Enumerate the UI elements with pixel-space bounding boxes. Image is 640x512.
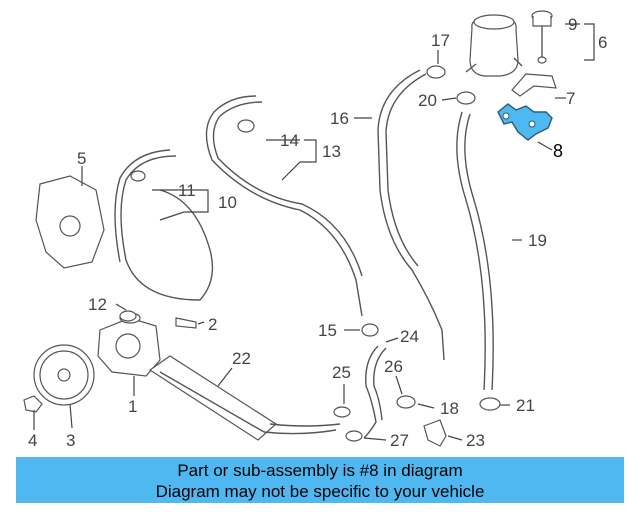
callout-17: 17 bbox=[431, 31, 450, 50]
callout-20: 20 bbox=[418, 91, 437, 110]
clamp-27 bbox=[345, 430, 363, 442]
hose-19 bbox=[456, 111, 486, 391]
callout-4: 4 bbox=[28, 431, 37, 450]
clamp-17 bbox=[426, 65, 446, 79]
callout-21: 21 bbox=[516, 396, 535, 415]
callout-14: 14 bbox=[280, 131, 299, 150]
bracket-23 bbox=[423, 419, 447, 447]
clamp-18 bbox=[396, 395, 416, 409]
callout-27: 27 bbox=[390, 431, 409, 450]
callout-1: 1 bbox=[128, 397, 137, 416]
callout-13: 13 bbox=[322, 142, 341, 161]
callout-16: 16 bbox=[330, 109, 349, 128]
callout-8: 8 bbox=[553, 141, 563, 161]
parts-diagram: 9 6 7 8 17 20 16 14 13 11 10 5 12 2 1 3 … bbox=[23, 10, 607, 450]
bolt-4 bbox=[23, 395, 43, 413]
callout-3: 3 bbox=[66, 431, 75, 450]
pump-1 bbox=[97, 312, 161, 377]
info-banner: Part or sub-assembly is #8 in diagram Di… bbox=[16, 457, 624, 503]
callout-labels: 9 6 7 8 17 20 16 14 13 11 10 5 12 2 1 3 … bbox=[28, 15, 607, 450]
callout-19: 19 bbox=[528, 231, 547, 250]
fitting-11 bbox=[130, 170, 146, 182]
line-13 bbox=[205, 95, 363, 317]
callout-12: 12 bbox=[88, 295, 107, 314]
callout-5: 5 bbox=[77, 149, 86, 168]
cooler-22 bbox=[148, 355, 341, 441]
hose-16 bbox=[377, 69, 445, 361]
bracket-7 bbox=[511, 73, 557, 97]
bolt-2 bbox=[175, 317, 197, 329]
callout-26: 26 bbox=[384, 357, 403, 376]
callout-18: 18 bbox=[440, 399, 459, 418]
fitting-14 bbox=[237, 119, 255, 133]
callout-2: 2 bbox=[208, 315, 217, 334]
callout-24: 24 bbox=[400, 327, 419, 346]
clamp-25 bbox=[333, 406, 351, 418]
clamp-20 bbox=[456, 91, 476, 105]
hose-24 bbox=[363, 345, 379, 439]
callout-25: 25 bbox=[332, 363, 351, 382]
callout-22: 22 bbox=[232, 349, 251, 368]
reservoir-cap bbox=[531, 10, 553, 64]
washer-12 bbox=[119, 310, 137, 322]
callout-10: 10 bbox=[218, 193, 237, 212]
pulley-3 bbox=[33, 344, 95, 406]
callout-6: 6 bbox=[598, 33, 607, 52]
banner-line-2: Diagram may not be specific to your vehi… bbox=[155, 482, 485, 501]
reservoir bbox=[465, 14, 523, 77]
banner-line-1: Part or sub-assembly is #8 in diagram bbox=[177, 461, 463, 480]
callout-7: 7 bbox=[566, 89, 575, 108]
callout-23: 23 bbox=[466, 431, 485, 450]
cap-21 bbox=[479, 397, 501, 411]
callout-11: 11 bbox=[178, 181, 196, 200]
highlighted-part-8 bbox=[497, 103, 553, 141]
callout-9: 9 bbox=[568, 15, 577, 34]
leader-lines bbox=[33, 23, 595, 441]
line-10 bbox=[120, 155, 214, 301]
clamp-15 bbox=[361, 323, 379, 337]
callout-15: 15 bbox=[318, 321, 337, 340]
